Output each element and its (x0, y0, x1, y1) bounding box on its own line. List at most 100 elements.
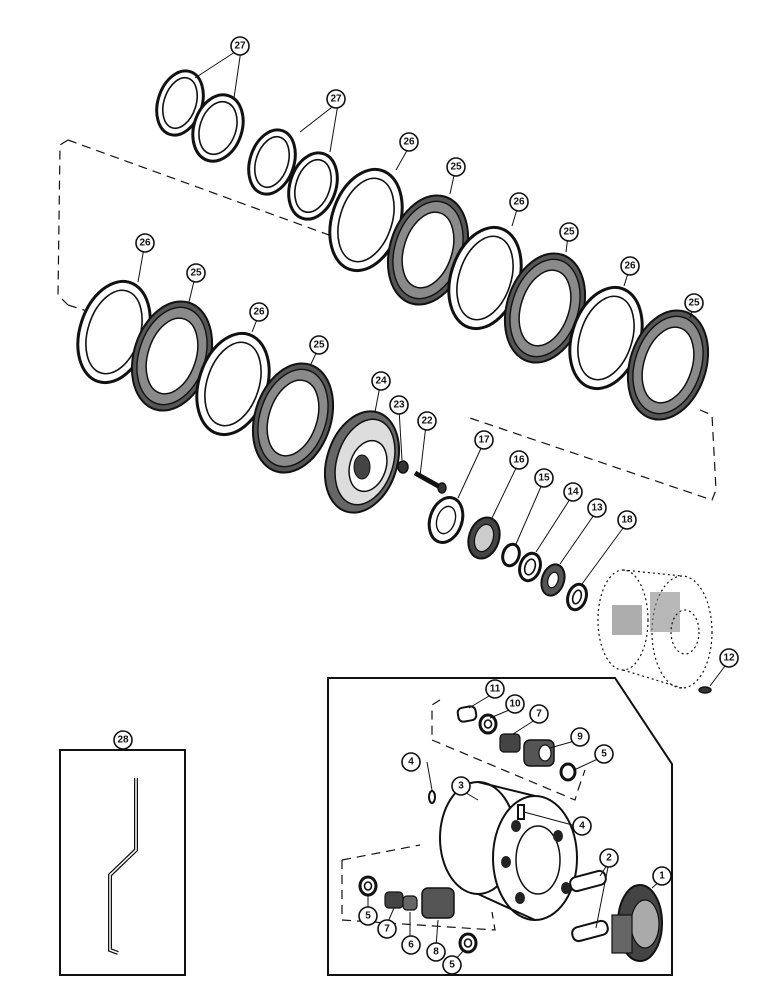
callout-27-a: 27 (230, 36, 250, 56)
friction-disc-25-upper-3 (626, 309, 710, 421)
ring-27-c (247, 128, 297, 196)
friction-disc-25-upper-2 (503, 252, 587, 364)
planet-lower-group-outline (341, 844, 496, 931)
needle-roller-7-lower (384, 891, 404, 909)
callout-25-b: 25 (559, 222, 579, 242)
svg-text:13: 13 (591, 503, 603, 514)
rod-28 (108, 778, 138, 955)
pin-4-right (517, 804, 525, 820)
callout-24: 24 (371, 371, 391, 391)
svg-text:25: 25 (313, 340, 325, 351)
callout-5-left: 5 (358, 906, 378, 926)
callout-8: 8 (426, 942, 446, 962)
washer-18 (566, 582, 588, 612)
friction-disc-25-upper-1 (386, 194, 470, 306)
callout-3: 3 (451, 776, 471, 796)
svg-text:9: 9 (577, 732, 583, 743)
svg-text:8: 8 (433, 947, 439, 958)
washer-5-lower (458, 932, 478, 954)
ring-27-d (287, 151, 339, 221)
svg-text:26: 26 (139, 238, 151, 249)
callout-4-right: 4 (572, 816, 592, 836)
snap-ring-15 (501, 542, 521, 568)
callout-25-e: 25 (309, 335, 329, 355)
svg-text:25: 25 (688, 298, 700, 309)
seal-17 (427, 496, 465, 544)
planet-assembly-frame (327, 677, 673, 976)
callout-15: 15 (534, 468, 554, 488)
steel-disc-26-upper-1 (328, 167, 404, 273)
svg-text:7: 7 (384, 924, 390, 935)
callout-4-left: 4 (401, 752, 421, 772)
washer-10 (478, 713, 498, 735)
svg-text:15: 15 (538, 473, 550, 484)
callout-23: 23 (389, 395, 409, 415)
callout-6: 6 (401, 935, 421, 955)
callout-11: 11 (485, 679, 505, 699)
callout-7-upper: 7 (529, 704, 549, 724)
callout-25-d: 25 (186, 263, 206, 283)
planet-gear-9 (523, 739, 555, 767)
pin-4-left (428, 790, 436, 804)
steel-disc-26-upper-2 (447, 225, 523, 331)
svg-text:22: 22 (421, 416, 433, 427)
svg-text:14: 14 (567, 487, 579, 498)
clutch-housing-phantom (597, 569, 713, 689)
callout-16: 16 (509, 450, 529, 470)
callout-13: 13 (587, 498, 607, 518)
svg-text:25: 25 (563, 227, 575, 238)
svg-text:12: 12 (723, 653, 735, 664)
planet-gear-8 (421, 887, 455, 919)
svg-text:5: 5 (601, 749, 607, 760)
needle-bearing-13 (540, 563, 566, 597)
washer-5-upper (559, 762, 577, 782)
svg-text:26: 26 (403, 137, 415, 148)
bearing-16 (467, 516, 501, 560)
svg-text:3: 3 (458, 781, 464, 792)
callout-14: 14 (563, 482, 583, 502)
callout-17: 17 (474, 430, 494, 450)
nut-23 (397, 460, 409, 474)
callout-10: 10 (505, 694, 525, 714)
washer-14 (518, 551, 542, 583)
svg-text:17: 17 (478, 435, 490, 446)
sun-gear-1 (611, 884, 663, 962)
svg-text:26: 26 (513, 197, 525, 208)
callout-25-c: 25 (684, 293, 704, 313)
callout-12: 12 (719, 648, 739, 668)
svg-text:24: 24 (375, 376, 387, 387)
sleeve-11 (456, 705, 478, 723)
callout-9: 9 (570, 727, 590, 747)
hub-plate-24 (324, 410, 400, 514)
ring-27-b (191, 93, 245, 163)
shaft-2-upper (569, 869, 607, 893)
svg-text:5: 5 (365, 911, 371, 922)
friction-disc-25-lower-1 (130, 300, 214, 412)
svg-text:26: 26 (624, 261, 636, 272)
callout-26-d: 26 (135, 233, 155, 253)
bolt-22 (413, 470, 447, 494)
shaft-2-lower (571, 919, 609, 943)
callout-26-c: 26 (620, 256, 640, 276)
svg-text:25: 25 (450, 162, 462, 173)
callout-25-a: 25 (446, 157, 466, 177)
callout-7-lower: 7 (377, 919, 397, 939)
svg-text:5: 5 (449, 960, 455, 971)
callout-18: 18 (617, 510, 637, 530)
callout-22: 22 (417, 411, 437, 431)
callout-28: 28 (113, 730, 133, 750)
svg-text:1: 1 (659, 871, 665, 882)
svg-text:26: 26 (253, 307, 265, 318)
callout-26-a: 26 (399, 132, 419, 152)
svg-text:16: 16 (513, 455, 525, 466)
callout-26-b: 26 (509, 192, 529, 212)
callout-5-upper: 5 (594, 744, 614, 764)
washer-5-left (358, 875, 378, 897)
svg-text:7: 7 (536, 709, 542, 720)
svg-text:18: 18 (621, 515, 633, 526)
svg-text:23: 23 (393, 400, 405, 411)
leader-lines (122, 49, 729, 961)
svg-text:27: 27 (330, 94, 342, 105)
svg-text:27: 27 (234, 41, 246, 52)
